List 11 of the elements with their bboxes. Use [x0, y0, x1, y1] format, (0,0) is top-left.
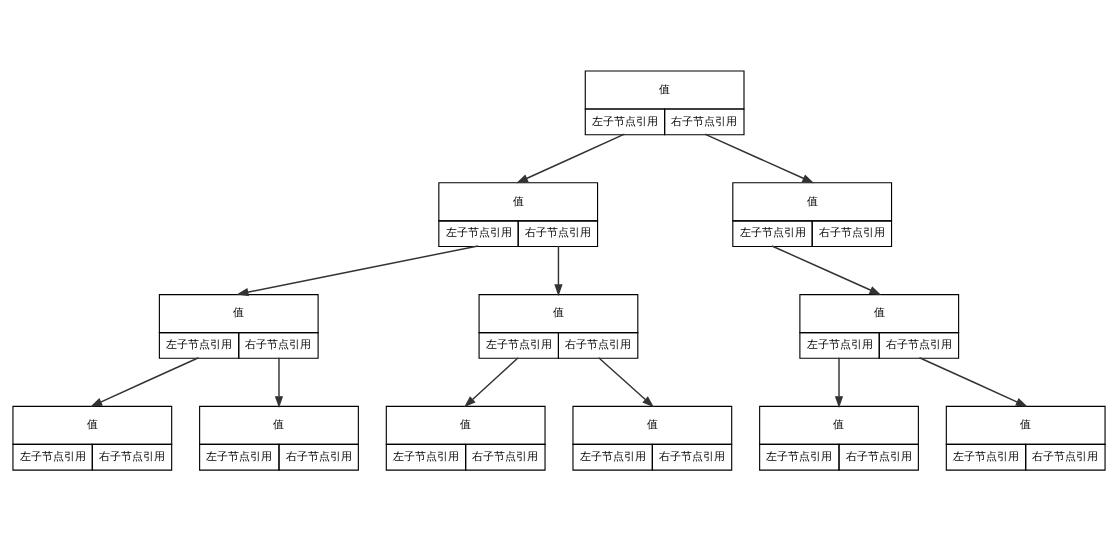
arrow — [834, 356, 844, 408]
arrow — [464, 356, 519, 407]
arrow — [516, 132, 626, 183]
arrow — [554, 244, 563, 296]
arrow — [918, 356, 1028, 407]
arrow — [274, 356, 284, 408]
arrow — [597, 356, 654, 407]
arrow — [771, 244, 882, 295]
arrow — [704, 132, 815, 183]
arrow — [236, 244, 479, 296]
arrow — [90, 356, 200, 407]
